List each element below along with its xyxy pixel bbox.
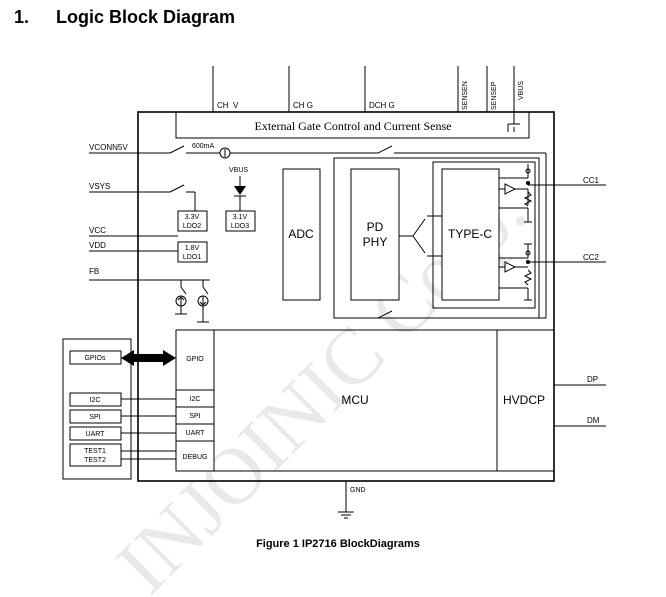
adc-block [282,168,321,301]
ext-spi-label: SPI [89,414,100,421]
pin-ch-g: CH G [293,101,313,110]
pin-sensen: SENSEN [462,81,469,110]
section-number: 1. [14,7,29,27]
vbus-switch [507,112,520,132]
phy-label: PHY [363,235,388,249]
pin-dm: DM [587,416,600,425]
external-peripherals [62,338,132,480]
current-source-symbol [219,147,231,159]
pin-vdd: VDD [89,241,106,250]
ldo1-voltage: 1.8V [185,245,200,252]
mcu-label: MCU [341,393,368,407]
uart-port-label: UART [186,430,206,437]
gate-control-block [175,111,530,139]
gpio-bus-arrow [121,350,176,366]
pin-ch-v: CH V [217,101,239,110]
vbus-label: VBUS [229,167,248,174]
pin-gnd: GND [350,487,366,494]
ldo1-name: LDO1 [183,254,201,261]
spi-port-label: SPI [189,413,200,420]
ldo3-voltage: 3.1V [233,214,248,221]
ext-gpios [69,350,122,365]
pin-dp: DP [587,375,598,384]
pd-label: PD [367,220,384,234]
pd-phy-block [350,168,400,301]
pin-cc2: CC2 [583,253,600,262]
gpio-port-label: GPIO [186,356,204,363]
debug-port-label: DEBUG [183,454,208,461]
cc1-circuit [499,164,533,223]
pin-vbus: VBUS [518,81,525,100]
ext-test2-label: TEST2 [84,457,106,464]
cc2-circuit [499,243,533,301]
typec-outer [432,161,536,309]
i2c-port-label: I2C [190,396,201,403]
pin-cc1: CC1 [583,176,600,185]
adc-label: ADC [288,227,314,241]
ground-symbol [338,511,354,519]
pin-vcc: VCC [89,226,106,235]
ldo2-block [177,210,208,232]
pin-vsys: VSYS [89,182,110,191]
gpio-port [175,329,215,391]
ldo2-name: LDO2 [183,223,201,230]
current-label: 600mA [192,143,215,150]
top-pin-lines [212,66,515,112]
hvdcp-label: HVDCP [503,393,545,407]
figure-caption: Figure 1 IP2716 BlockDiagrams [256,538,420,550]
pin-vconn5v: VCONN5V [89,143,128,152]
ext-test1-label: TEST1 [84,448,106,455]
ext-gpios-label: GPIOs [84,355,106,362]
ldo3-block [225,210,256,232]
typec-block [441,168,500,301]
pin-fb: FB [89,267,99,276]
fb-current-sources [175,280,209,323]
ldo2-voltage: 3.3V [185,214,200,221]
pin-dch-g: DCH G [369,101,395,110]
ldo1-block [177,241,208,263]
gate-control-label: External Gate Control and Current Sense [255,119,452,133]
ldo3-name: LDO3 [231,223,249,230]
debug-port [175,440,215,472]
ext-i2c-label: I2C [90,397,101,404]
ext-uart-label: UART [86,431,106,438]
typec-label: TYPE-C [448,227,492,241]
pd-typec-switch [399,215,442,257]
ext-test [69,443,122,467]
diode-symbol [234,176,246,211]
section-title: Logic Block Diagram [56,7,235,27]
pin-sensep: SENSEP [491,81,498,110]
